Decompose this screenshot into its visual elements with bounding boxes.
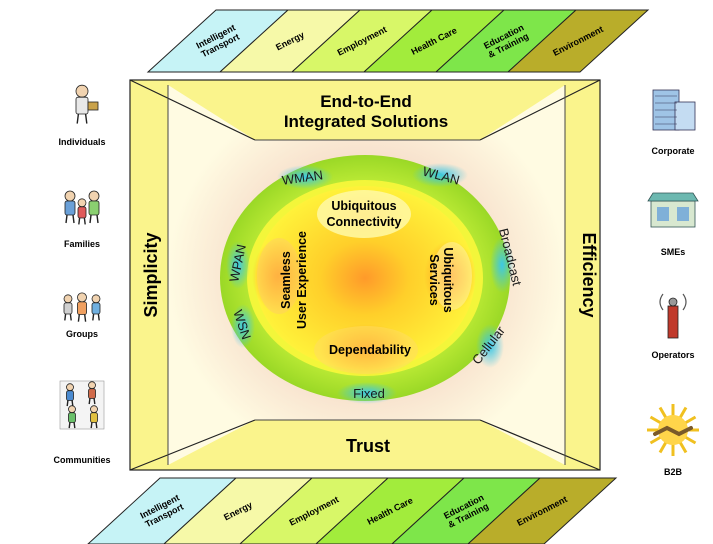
audience-item: B2B [647,404,699,477]
experience-oval [257,238,301,314]
audience-label: Groups [66,329,98,339]
ring-label-fixed: Fixed [353,386,385,401]
services-oval [432,242,472,310]
dependability-oval [314,326,418,374]
group-icon [63,292,101,322]
inner-top-label: Ubiquitous [331,199,396,213]
cyan-glow [226,241,250,289]
audience-label: B2B [664,467,683,477]
audience-label: Individuals [58,137,105,147]
audience-label: SMEs [661,247,686,257]
cyan-glow [476,324,504,368]
frame-bottom-label: Trust [346,436,390,456]
audience-item: Operators [651,293,695,360]
person-icon [75,84,99,124]
inner-left-label: User Experience [295,231,309,329]
family-icon [64,190,100,225]
sector-tile-shape [506,9,650,73]
cyan-glow [412,163,468,187]
frame-corner-line [479,419,601,471]
inner-left-label: Seamless [279,251,293,309]
frame-top-label: Integrated Solutions [284,112,448,131]
connectivity-oval [317,190,411,238]
audience-label: Operators [651,350,694,360]
audience-item: SMEs [647,192,699,257]
frame-corner-line [129,419,256,471]
audience-item: Families [64,190,100,249]
sector-tile: Education& Training [434,9,578,73]
inner-quadrants: Ubiquitous Connectivity Dependability Se… [252,190,476,376]
frame-corner-line [129,79,256,141]
inner-core [255,186,475,370]
antenna-icon [659,293,687,339]
frame-top-label: End-to-End [320,92,412,111]
cyan-glow [490,237,514,293]
building-icon [652,89,696,131]
ring-label-wman: WMAN [281,167,324,188]
inner-right-label: Services [427,254,441,305]
inner-top-label: Connectivity [326,215,401,229]
inner-bottom-label: Dependability [329,343,411,357]
sector-tile: Energy [218,9,362,73]
community-icon [59,380,105,430]
sector-tile-shape [467,477,618,544]
sector-tile: Environment [506,9,650,73]
handshake-icon [647,404,699,456]
audience-item: Communities [53,380,111,465]
sector-tile: Employment [290,9,434,73]
cyan-glow [231,304,255,348]
cyan-glow [277,165,333,189]
network-rings: WMAN WLAN WPAN WSN Broadcast Cellular Fi… [220,155,525,404]
frame-left-label: Simplicity [141,232,161,317]
cyan-glow [337,382,397,404]
frame-right-label: Efficiency [579,232,599,317]
audience-label: Families [64,239,100,249]
audience-label: Corporate [651,146,694,156]
audience-label: Communities [53,455,110,465]
frame-corner-line [479,79,601,141]
shop-icon [647,192,699,228]
audience-item: Groups [63,292,101,339]
sector-tile: Environment [467,477,618,544]
audience-item: Individuals [58,84,106,147]
inner-right-label: Ubiquitous [441,247,455,312]
sector-tile: Health Care [315,477,466,544]
audience-item: Corporate [651,89,696,156]
